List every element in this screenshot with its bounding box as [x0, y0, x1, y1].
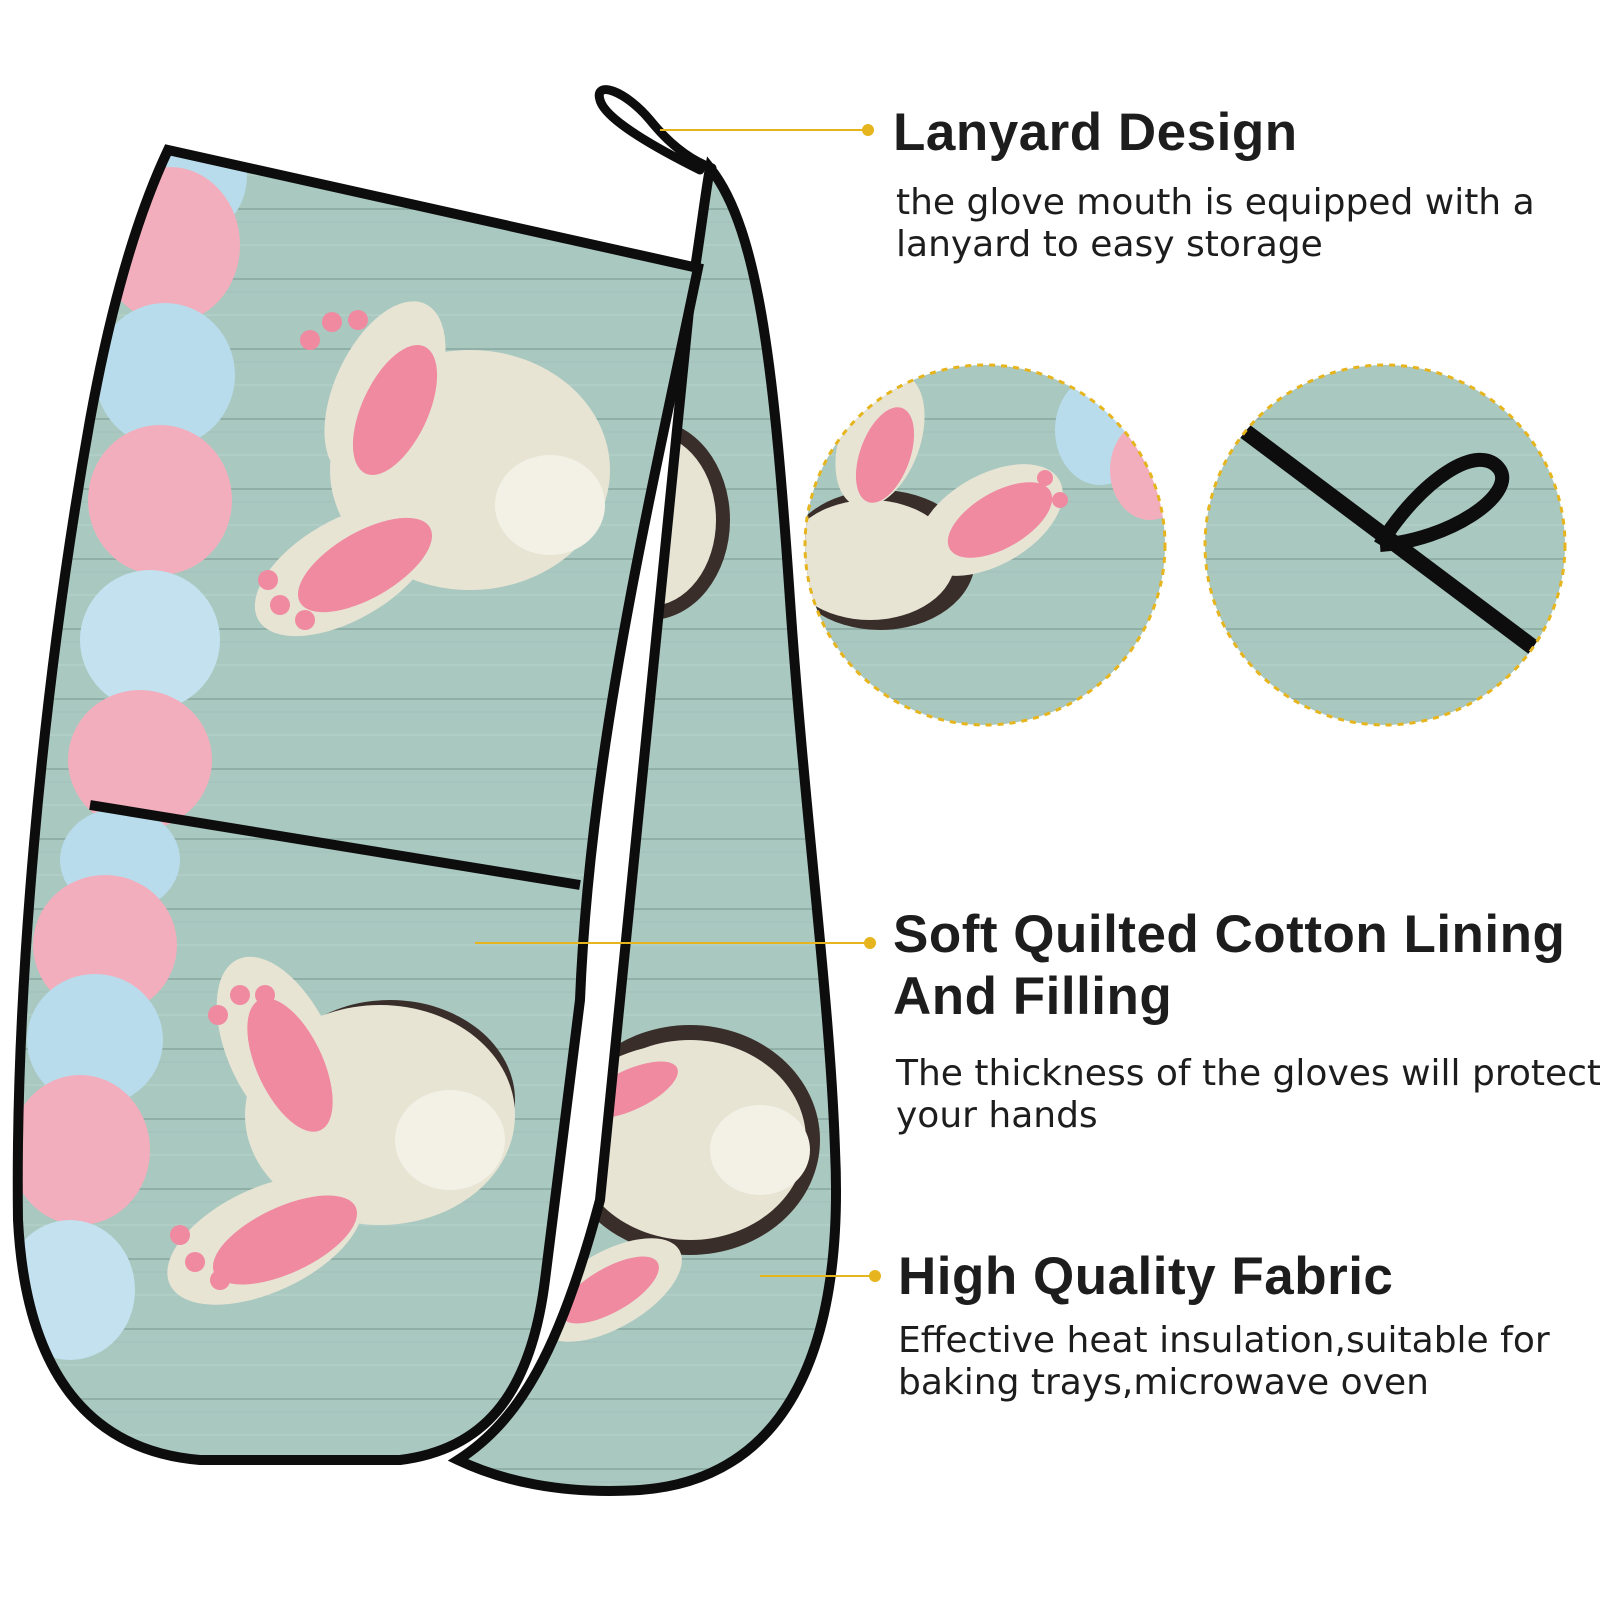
feature-desc-fabric: Effective heat insulation,suitable for b…: [898, 1320, 1550, 1403]
lanyard-loop-closeup: [1203, 363, 1567, 727]
callout-lines: [475, 124, 881, 1282]
feature-desc-lanyard: the glove mouth is equipped with a lanya…: [896, 182, 1535, 265]
bunny-bottom: [167, 956, 515, 1305]
lanyard-loop: [594, 85, 717, 175]
feature-title-fabric: High Quality Fabric: [898, 1247, 1394, 1306]
feature-title-cotton: Soft Quilted Cotton Lining And Filling: [893, 905, 1566, 1026]
feature-title-lanyard: Lanyard Design: [893, 103, 1298, 162]
bunny-feet-closeup: [803, 363, 1167, 727]
bunny-top: [254, 301, 610, 637]
feature-desc-cotton: The thickness of the gloves will protect…: [896, 1053, 1600, 1136]
